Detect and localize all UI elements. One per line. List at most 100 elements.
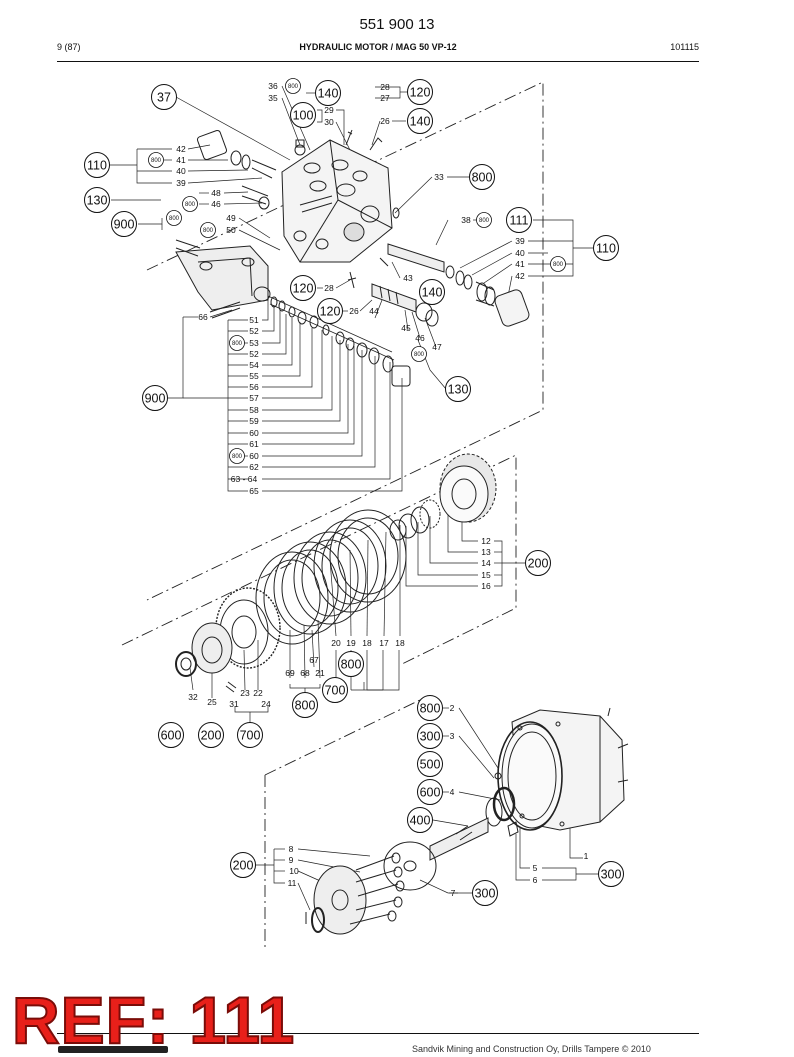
small-kit-label-text: 800 (232, 454, 243, 460)
kit-label: 800 (417, 695, 443, 721)
motor-housing (497, 707, 629, 831)
kit-label: 900 (111, 211, 137, 237)
part-number: 7 (451, 888, 456, 898)
kit-label-text: 120 (410, 86, 431, 100)
part-number: 58 (249, 405, 259, 415)
kit-label-text: 140 (410, 115, 431, 129)
kit-label: 111 (506, 207, 532, 233)
part-number: 30 (324, 117, 334, 127)
small-kit-label-text: 800 (185, 202, 196, 208)
kit-label-text: 800 (341, 658, 362, 672)
kit-label-text: 120 (320, 305, 341, 319)
valve-block (281, 139, 393, 263)
kit-label: 140 (315, 80, 341, 106)
leader-lines (110, 85, 598, 911)
kit-label: 110 (593, 235, 619, 261)
kit-label: 140 (407, 108, 433, 134)
kit-label-text: 300 (601, 868, 622, 882)
kit-label: 140 (419, 279, 445, 305)
part-number: 59 (249, 416, 259, 426)
small-kit-label: 800 (200, 222, 216, 238)
part-number: 41 (176, 155, 186, 165)
part-number: 9 (289, 855, 294, 865)
part-number: 18 (395, 638, 405, 648)
part-number: 12 (481, 536, 491, 546)
kit-label: 130 (84, 187, 110, 213)
part-number: 41 (515, 259, 525, 269)
part-number: 17 (379, 638, 389, 648)
kit-label: 600 (417, 779, 443, 805)
part-number: 40 (176, 166, 186, 176)
part-number: 51 (249, 315, 259, 325)
kit-label-text: 900 (114, 218, 135, 232)
kit-label-text: 700 (325, 684, 346, 698)
small-kit-label-text: 800 (169, 216, 180, 222)
kit-label: 200 (525, 550, 551, 576)
small-kit-label-text: 800 (203, 228, 214, 234)
part-number: 26 (380, 116, 390, 126)
footer-rule (57, 1033, 699, 1034)
kit-label: 300 (598, 861, 624, 887)
kit-label: 100 (290, 102, 316, 128)
part-number: 61 (249, 439, 259, 449)
part-number: 28 (324, 283, 334, 293)
kit-label: 110 (84, 152, 110, 178)
bearing-assembly (175, 587, 281, 693)
sandvik-logo (58, 1046, 168, 1053)
part-number: 3 (450, 731, 455, 741)
kit-label: 300 (417, 723, 443, 749)
kit-label: 800 (469, 164, 495, 190)
part-number: 68 (300, 668, 310, 678)
part-number: 26 (349, 306, 359, 316)
small-kit-label-text: 800 (553, 262, 564, 268)
part-number: 25 (207, 697, 217, 707)
screw-plugs (175, 129, 400, 319)
kit-label-text: 700 (240, 729, 261, 743)
part-number: 35 (268, 93, 278, 103)
part-number: 36 (268, 81, 278, 91)
small-kit-label: 800 (411, 346, 427, 362)
part-number: 33 (434, 172, 444, 182)
valve-cover (175, 245, 271, 311)
small-kit-label: 800 (148, 152, 164, 168)
part-number: 52 (249, 326, 259, 336)
part-number: 52 (249, 349, 259, 359)
small-kit-label-text: 800 (414, 352, 425, 358)
part-number: 42 (176, 144, 186, 154)
part-number: 18 (362, 638, 372, 648)
part-number: 27 (380, 93, 390, 103)
part-number: 56 (249, 382, 259, 392)
part-number: 21 (315, 668, 325, 678)
kit-label: 800 (292, 692, 318, 718)
small-kit-label: 800 (229, 335, 245, 351)
part-number: 47 (432, 342, 442, 352)
kit-label-text: 800 (472, 171, 493, 185)
part-number: 23 (240, 688, 250, 698)
page-header: 9 (87) HYDRAULIC MOTOR / MAG 50 VP-12 10… (57, 42, 699, 56)
part-number: 28 (380, 82, 390, 92)
part-number: 19 (346, 638, 356, 648)
small-kit-label-text: 800 (151, 158, 162, 164)
spool-assembly-lower (267, 295, 411, 387)
kit-label-text: 140 (422, 286, 443, 300)
part-number: 46 (211, 199, 221, 209)
part-number: 63 - 64 (231, 474, 258, 484)
kit-label-text: 130 (87, 194, 108, 208)
small-kit-label-text: 800 (288, 84, 299, 90)
small-kit-label: 800 (550, 256, 566, 272)
part-number: 32 (188, 692, 198, 702)
kit-label: 37 (151, 84, 177, 110)
kit-label: 900 (142, 385, 168, 411)
part-number: 40 (515, 248, 525, 258)
kit-label-text: 120 (293, 282, 314, 296)
kit-label-text: 111 (509, 214, 528, 228)
brake-disc-stack (255, 509, 407, 645)
kit-label-text: 300 (475, 887, 496, 901)
kit-label: 800 (338, 651, 364, 677)
page-title: HYDRAULIC MOTOR / MAG 50 VP-12 (299, 42, 457, 52)
kit-label: 700 (237, 722, 263, 748)
part-number: 60 (249, 451, 259, 461)
footer-copyright: Sandvik Mining and Construction Oy, Dril… (412, 1044, 651, 1054)
